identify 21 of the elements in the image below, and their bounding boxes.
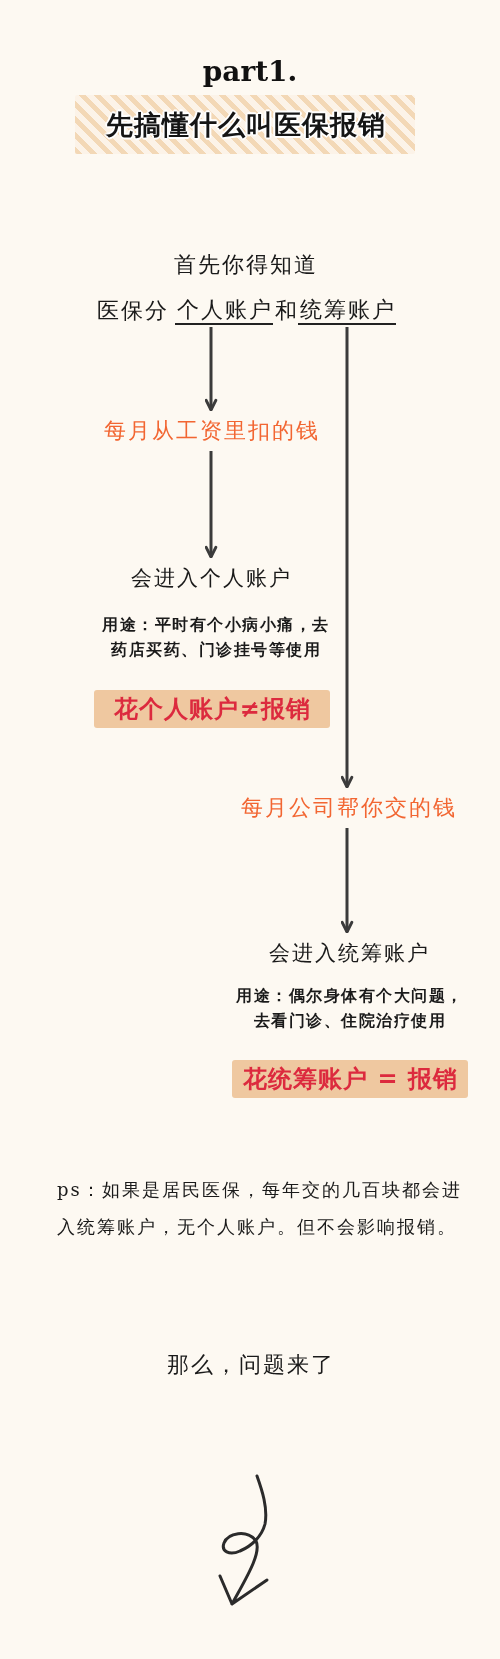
arrow — [204, 451, 218, 559]
step-text: 会进入统筹账户 — [250, 935, 446, 971]
underlined-term: 个人账户 — [175, 296, 273, 325]
step-text: 会进入个人账户 — [112, 560, 308, 596]
underlined-term: 统筹账户 — [298, 296, 396, 325]
title-text: part1. — [201, 53, 299, 90]
arrow — [340, 327, 354, 789]
intro-text: 首先你得知道 — [173, 251, 319, 279]
highlight-text: 每月从工资里扣的钱 — [98, 413, 324, 449]
question-text: 那么，问题来了 — [166, 1351, 336, 1379]
arrow — [204, 327, 218, 412]
note-text: ps：如果是居民医保，每年交的几百块都会进入统筹账户，无个人账户。但不会影响报销。 — [57, 1178, 463, 1239]
usage-note: 用途：偶尔身体有个大问题，去看门诊、住院治疗使用 — [235, 986, 465, 1032]
inline-text: 和 — [273, 296, 298, 325]
conclusion-box: 花统筹账户 = 报销 — [232, 1060, 468, 1098]
arrow — [340, 828, 354, 934]
highlight-text: 每月公司帮你交的钱 — [234, 790, 462, 826]
conclusion-box: 花个人账户≠报销 — [94, 690, 330, 728]
usage-note: 用途：平时有个小病小痛，去药店买药、门诊挂号等使用 — [101, 615, 331, 661]
inline-text: 医保分 — [96, 296, 169, 325]
title-banner: 先搞懂什么叫医保报销 — [75, 95, 415, 154]
